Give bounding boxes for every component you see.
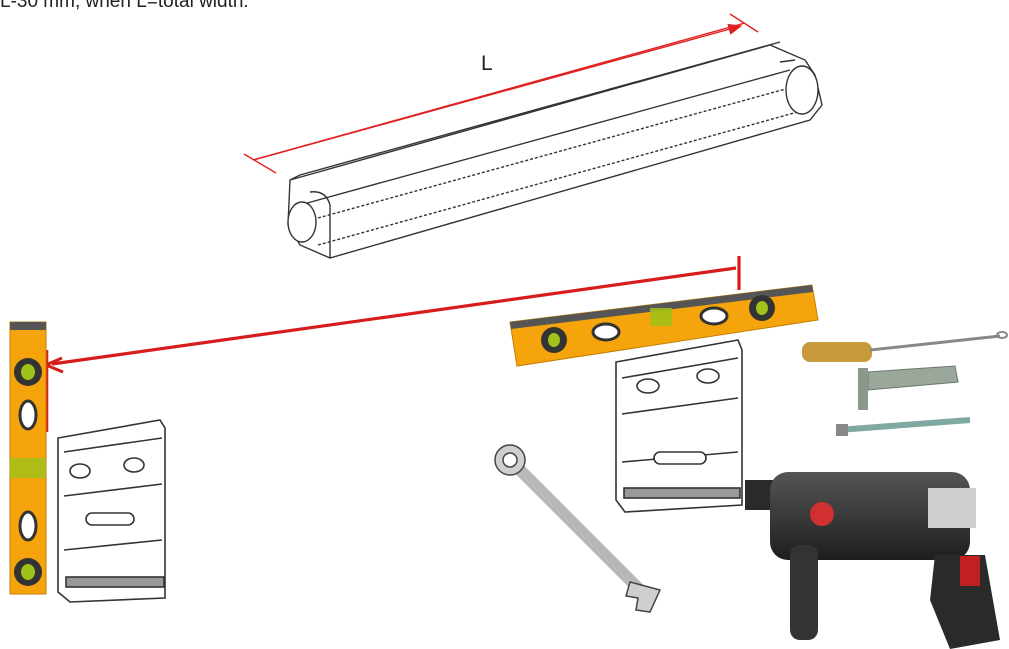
hammer-drill-icon: [745, 472, 1000, 649]
threaded-rod-icon: [836, 417, 971, 436]
caption-text: L-30 mm, when L=total width.: [0, 0, 249, 12]
length-dimension-line: [243, 13, 759, 174]
cleaning-brush-icon: [802, 331, 1008, 362]
wrench-icon: [494, 444, 662, 613]
mounting-bracket-icon: [57, 419, 166, 603]
radiator-drawing: [287, 41, 823, 259]
spirit-level-icon: [9, 321, 47, 595]
spirit-level-icon-horizontal: [509, 284, 819, 367]
wall-plug-icon: [858, 365, 959, 410]
length-dimension-label: L: [481, 52, 493, 75]
mounting-bracket-icon-right: [615, 339, 743, 513]
bracket-spacing-arrow: [42, 256, 741, 432]
